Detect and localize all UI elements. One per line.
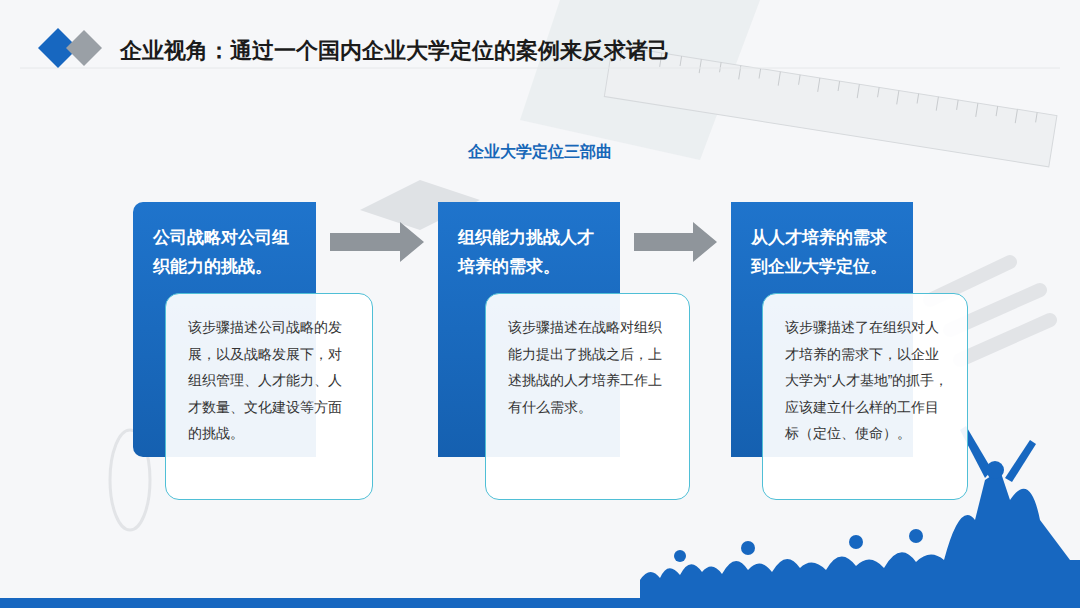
section-subtitle: 企业大学定位三部曲 bbox=[0, 142, 1080, 163]
step-description: 该步骤描述了在组织对人才培养的需求下，以企业大学为“人才基地”的抓手，应该建立什… bbox=[763, 294, 967, 465]
step-description: 该步骤描述在战略对组织能力提出了挑战之后，上述挑战的人才培养工作上有什么需求。 bbox=[486, 294, 689, 438]
step-heading: 组织能力挑战人才培养的需求。 bbox=[438, 202, 620, 282]
step-heading: 公司战略对公司组织能力的挑战。 bbox=[133, 202, 316, 282]
block-arrow bbox=[634, 222, 717, 262]
description-box: 该步骤描述在战略对组织能力提出了挑战之后，上述挑战的人才培养工作上有什么需求。 bbox=[485, 293, 690, 500]
block-arrow bbox=[330, 222, 424, 262]
description-box: 该步骤描述了在组织对人才培养的需求下，以企业大学为“人才基地”的抓手，应该建立什… bbox=[762, 293, 968, 500]
description-box: 该步骤描述公司战略的发展，以及战略发展下，对组织管理、人才能力、人才数量、文化建… bbox=[165, 293, 373, 500]
slide-title: 企业视角：通过一个国内企业大学定位的案例来反求诸己 bbox=[120, 36, 670, 66]
step-description: 该步骤描述公司战略的发展，以及战略发展下，对组织管理、人才能力、人才数量、文化建… bbox=[166, 294, 372, 465]
step-heading: 从人才培养的需求到企业大学定位。 bbox=[731, 202, 913, 282]
